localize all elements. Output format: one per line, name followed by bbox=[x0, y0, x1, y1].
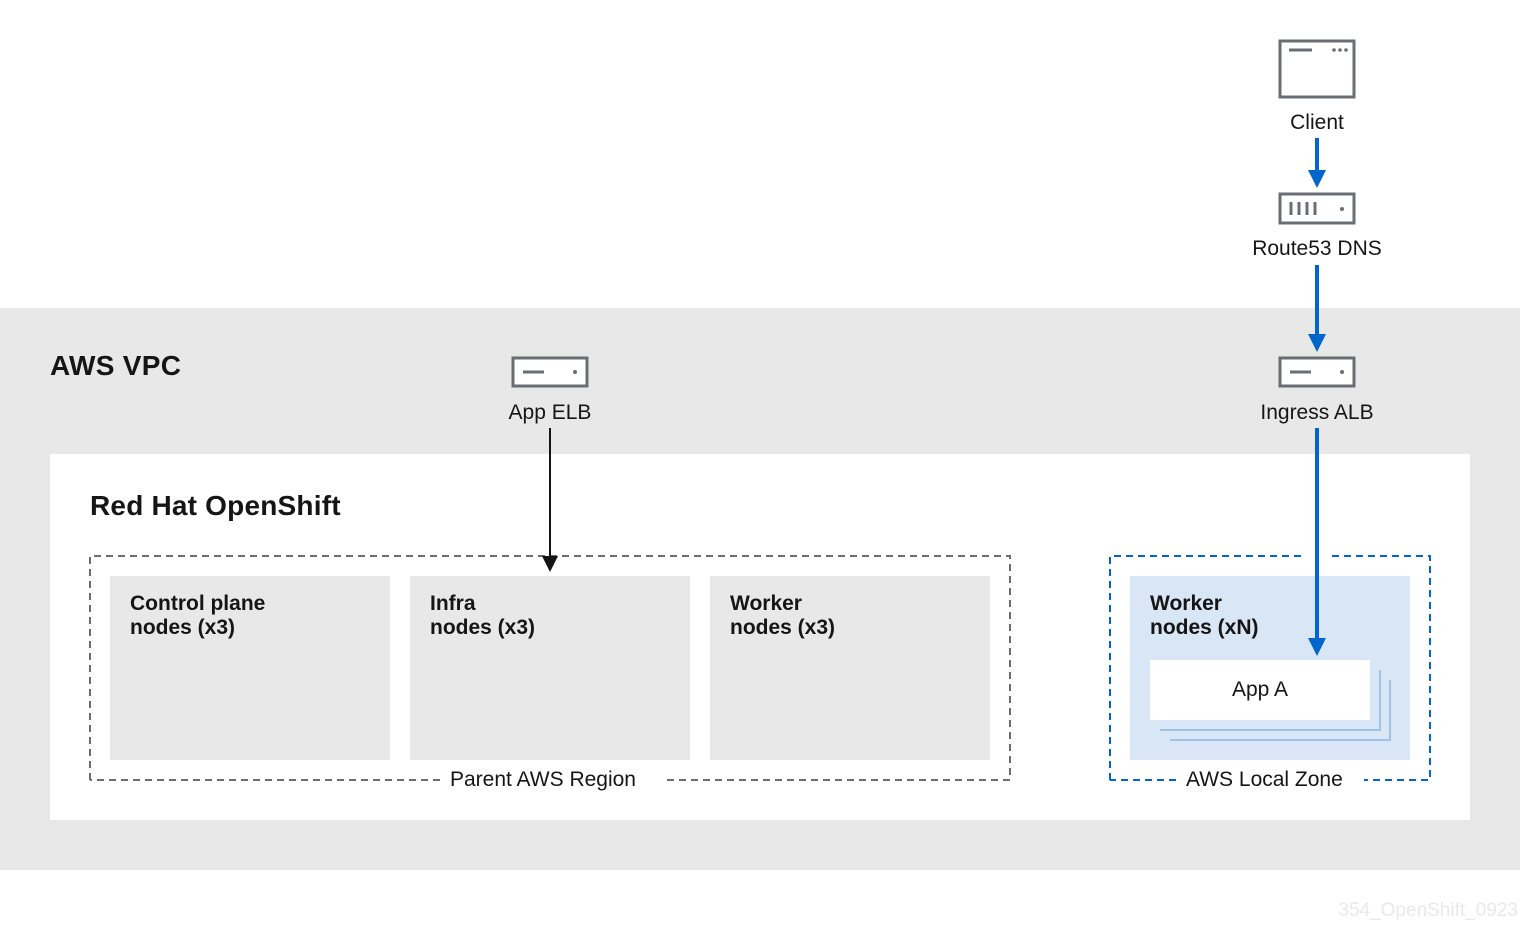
ingress-alb-label: Ingress ALB bbox=[1260, 401, 1374, 424]
client-label: Client bbox=[1290, 111, 1344, 134]
openshift-title: Red Hat OpenShift bbox=[90, 490, 341, 521]
ingress-to-app-arrow bbox=[1308, 428, 1326, 656]
app-a-stack bbox=[1160, 670, 1391, 741]
diagram-id-watermark: 354_OpenShift_0923 bbox=[1338, 900, 1518, 921]
app-a-card: App A bbox=[1150, 660, 1370, 720]
elb-to-infra-arrow bbox=[542, 428, 558, 572]
parent-region-label: Parent AWS Region bbox=[441, 768, 645, 792]
app-elb-icon bbox=[511, 356, 589, 388]
ingress-alb-icon bbox=[1278, 356, 1356, 388]
client-to-dns-arrow bbox=[1308, 138, 1326, 188]
aws-vpc-title: AWS VPC bbox=[50, 350, 182, 381]
client-window-icon bbox=[1278, 39, 1356, 99]
app-elb-label: App ELB bbox=[508, 401, 592, 424]
dns-server-icon bbox=[1278, 192, 1356, 225]
route53-dns-label: Route53 DNS bbox=[1252, 237, 1382, 260]
local-zone-label: AWS Local Zone bbox=[1177, 768, 1352, 792]
local-zone-border bbox=[1109, 555, 1431, 781]
parent-region-border bbox=[89, 555, 1011, 781]
dns-to-ingress-arrow bbox=[1308, 265, 1326, 352]
